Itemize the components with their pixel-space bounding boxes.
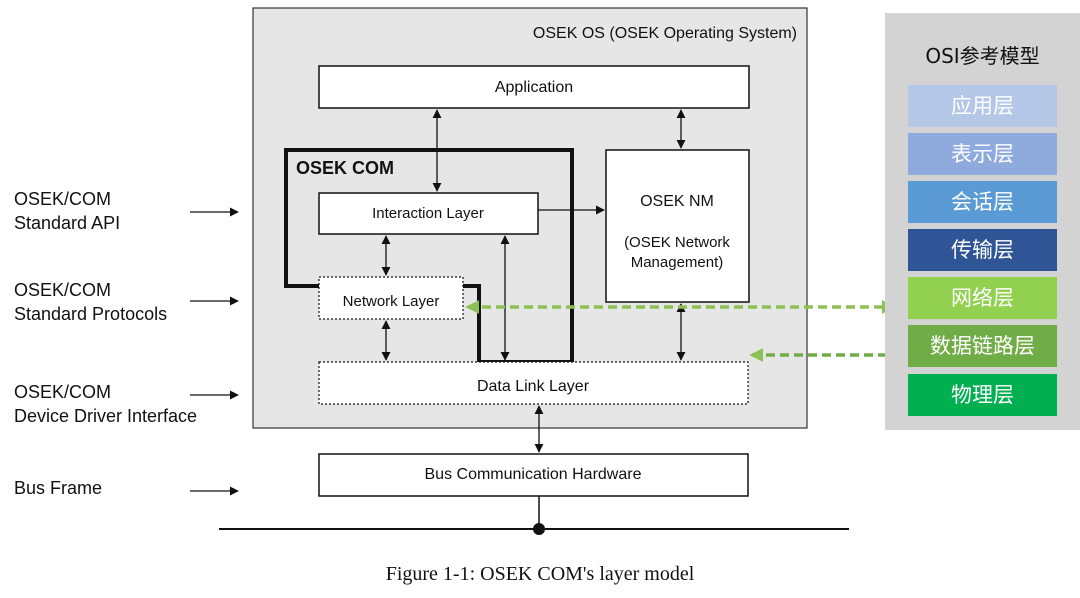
osi-title: OSI参考模型 bbox=[925, 44, 1040, 68]
osi-layer-transport: 传输层 bbox=[908, 229, 1057, 271]
osek-os-title: OSEK OS (OSEK Operating System) bbox=[533, 25, 797, 42]
osek-nm-box bbox=[605, 149, 750, 303]
label-standard-api: OSEK/COM Standard API bbox=[14, 189, 121, 233]
label-device-driver-interface: OSEK/COM Device Driver Interface bbox=[14, 382, 198, 426]
osi-layer-presentation: 表示层 bbox=[908, 133, 1057, 175]
label-bus-frame: Bus Frame bbox=[14, 478, 103, 498]
network-layer-box bbox=[318, 276, 464, 320]
osek-nm-line2: (OSEK Network bbox=[624, 234, 730, 251]
osi-layer-network: 网络层 bbox=[908, 277, 1057, 319]
osek-com-title: OSEK COM bbox=[296, 158, 394, 178]
interaction-layer-box bbox=[318, 192, 539, 235]
osi-layer-data-link: 数据链路层 bbox=[908, 325, 1057, 367]
bus-hardware-box bbox=[318, 453, 749, 497]
application-box bbox=[318, 65, 750, 109]
bus-hardware-label: Bus Communication Hardware bbox=[425, 466, 642, 483]
data-link-layer-box bbox=[318, 361, 749, 405]
application-label: Application bbox=[495, 79, 573, 96]
data-link-layer-label: Data Link Layer bbox=[477, 378, 590, 395]
label-standard-protocols: OSEK/COM Standard Protocols bbox=[14, 280, 168, 324]
osek-nm-line1: OSEK NM bbox=[640, 193, 714, 210]
figure-caption: Figure 1-1: OSEK COM's layer model bbox=[385, 563, 695, 585]
bus-junction-dot bbox=[533, 523, 545, 535]
osi-layer-physical: 物理层 bbox=[908, 374, 1057, 416]
network-layer-label: Network Layer bbox=[343, 293, 440, 310]
osi-layer-application: 应用层 bbox=[908, 85, 1057, 127]
osek-nm-line3: Management) bbox=[631, 254, 724, 271]
osi-panel: OSI参考模型 应用层 表示层 会话层 传输层 网络层 数据链路层 物理层 bbox=[885, 13, 1080, 430]
interaction-layer-label: Interaction Layer bbox=[372, 205, 484, 222]
osi-layer-session: 会话层 bbox=[908, 181, 1057, 223]
